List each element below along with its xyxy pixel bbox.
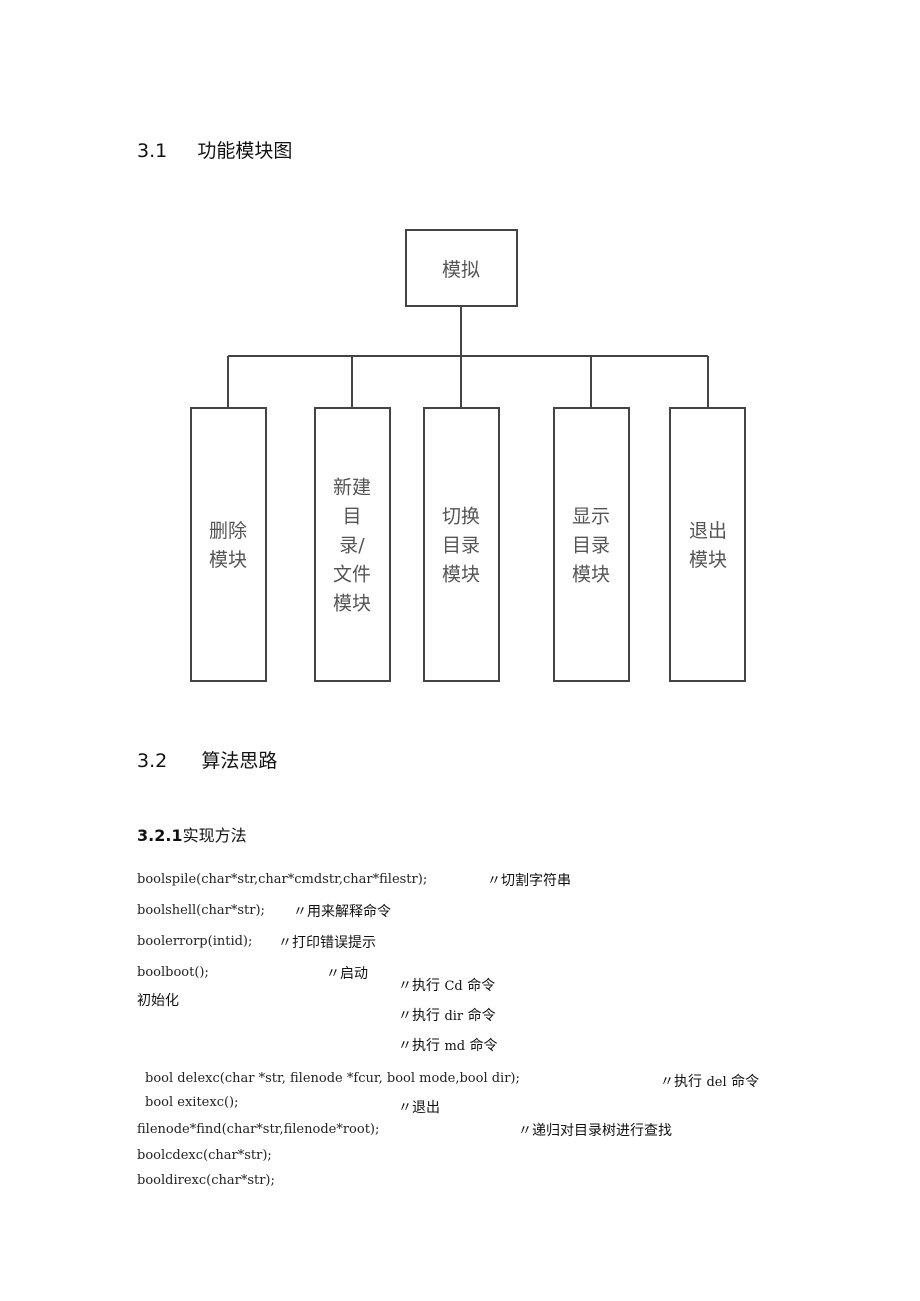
module-label-line: 文件	[333, 564, 371, 586]
command-name: del	[706, 1075, 727, 1090]
module-box-exit	[669, 407, 746, 682]
module-label-line: 切换	[442, 506, 480, 528]
code-line: boolspile(char*str,char*cmdstr,char*file…	[137, 872, 428, 887]
command-name: dir	[444, 1009, 464, 1024]
comment-suffix: 命令	[469, 1038, 498, 1054]
module-label-line: 模块	[689, 549, 727, 571]
section-number: 3.2	[137, 750, 168, 772]
section-3-2-heading: 3.2 算法思路	[137, 746, 277, 773]
module-label-line: 模块	[209, 549, 247, 571]
code-comment: 〃启动	[326, 966, 368, 982]
section-3-1-heading: 3.1 功能模块图	[137, 136, 292, 163]
module-box-create	[314, 407, 391, 682]
code-line: boolshell(char*str);	[137, 903, 265, 918]
comment-suffix: 命令	[731, 1074, 760, 1090]
section-title: 算法思路	[201, 750, 278, 772]
root-box	[405, 229, 518, 307]
code-line: bool exitexc();	[145, 1095, 239, 1110]
code-line: filenode*find(char*str,filenode*root);	[137, 1122, 380, 1137]
module-box-switch	[423, 407, 500, 682]
command-name: Cd	[444, 979, 463, 994]
code-comment-continued: 初始化	[137, 993, 179, 1009]
code-line: boolcdexc(char*str);	[137, 1148, 272, 1163]
comment-suffix: 命令	[467, 978, 496, 994]
comment-prefix: 〃执行	[660, 1074, 702, 1090]
module-label-line: 显示	[572, 506, 610, 528]
code-line: bool delexc(char *str, filenode *fcur, b…	[145, 1071, 520, 1086]
module-label-line: 模块	[333, 593, 371, 615]
module-box-delete	[190, 407, 267, 682]
comment-prefix: 〃执行	[398, 1008, 440, 1024]
code-comment: 〃递归对目录树进行查找	[518, 1123, 672, 1139]
section-number: 3.2.1	[137, 826, 183, 845]
code-comment: 〃执行 Cd 命令	[398, 975, 495, 995]
code-comment: 〃执行 del 命令	[660, 1071, 759, 1091]
code-comment: 〃退出	[398, 1100, 440, 1116]
module-label-line: 退出	[689, 520, 727, 542]
code-comment: 〃打印错误提示	[278, 935, 376, 951]
comment-suffix: 命令	[467, 1008, 496, 1024]
module-label-line: 模块	[442, 564, 480, 586]
code-comment: 〃用来解释命令	[293, 904, 391, 920]
section-3-2-1-heading: 3.2.1实现方法	[137, 822, 247, 846]
code-line: boolboot();	[137, 965, 209, 980]
module-label-line: 删除	[209, 520, 247, 542]
module-box-display	[553, 407, 630, 682]
section-title: 实现方法	[182, 826, 247, 845]
module-label-line: 新建	[333, 477, 371, 499]
module-label-line: 目	[342, 506, 361, 528]
section-number: 3.1	[137, 140, 168, 162]
root-label: 模拟	[442, 259, 480, 281]
code-comment: 〃切割字符串	[487, 873, 571, 889]
comment-prefix: 〃执行	[398, 1038, 440, 1054]
module-label-line: 目录	[442, 535, 480, 557]
code-line: boolerrorp(intid);	[137, 934, 253, 949]
comment-prefix: 〃执行	[398, 978, 440, 994]
code-comment: 〃执行 md 命令	[398, 1035, 498, 1055]
code-comment: 〃执行 dir 命令	[398, 1005, 496, 1025]
module-label-line: 模块	[572, 564, 610, 586]
module-label-line: 录/	[339, 535, 365, 557]
module-label-line: 目录	[572, 535, 610, 557]
command-name: md	[444, 1039, 466, 1054]
section-title: 功能模块图	[197, 140, 293, 162]
code-line: booldirexc(char*str);	[137, 1173, 275, 1188]
